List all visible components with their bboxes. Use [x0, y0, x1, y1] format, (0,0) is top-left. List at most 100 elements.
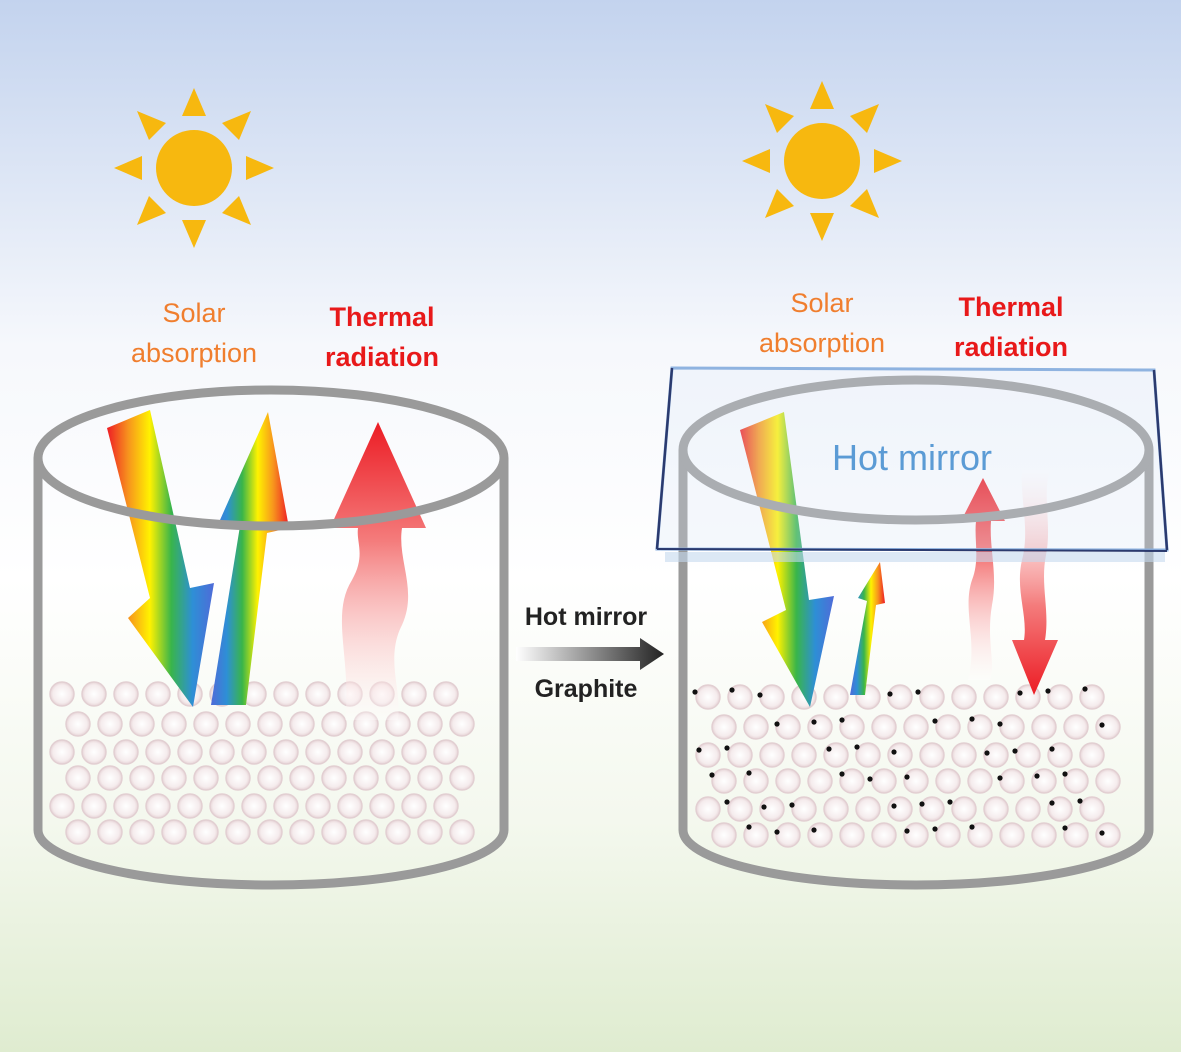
bead: [951, 742, 977, 768]
bead: [81, 793, 107, 819]
graphite-dot: [1082, 686, 1088, 692]
graphite-dot: [729, 687, 735, 693]
bead: [807, 768, 833, 794]
bead: [305, 739, 331, 765]
bead: [951, 684, 977, 710]
bead: [161, 819, 187, 845]
bead: [337, 793, 363, 819]
bead: [369, 793, 395, 819]
bead: [129, 819, 155, 845]
left-panel: Solar absorption Thermal radiation: [33, 88, 509, 890]
bead: [727, 796, 753, 822]
bead: [113, 793, 139, 819]
bead: [727, 742, 753, 768]
container: [33, 458, 509, 890]
graphite-dot: [1012, 748, 1018, 754]
container-rim: [678, 375, 1154, 525]
bead-layer: [49, 681, 475, 845]
bead: [161, 765, 187, 791]
bead: [433, 681, 459, 707]
bead: [775, 768, 801, 794]
bead: [983, 684, 1009, 710]
bead: [241, 793, 267, 819]
bead: [225, 711, 251, 737]
bead: [49, 681, 75, 707]
thermal-label-line2: radiation: [325, 342, 439, 372]
graphite-dot: [724, 745, 730, 751]
bead: [81, 681, 107, 707]
bead: [839, 822, 865, 848]
bead: [919, 742, 945, 768]
bead: [935, 822, 961, 848]
bead: [759, 742, 785, 768]
bead: [967, 768, 993, 794]
bead: [289, 819, 315, 845]
sun-icon: [742, 81, 902, 241]
graphite-dot: [774, 721, 780, 727]
solar-label-line1: Solar: [162, 298, 225, 328]
bead: [775, 822, 801, 848]
graphite-dot: [1062, 825, 1068, 831]
bead: [695, 742, 721, 768]
bead: [855, 796, 881, 822]
graphite-dot: [891, 803, 897, 809]
graphite-dot: [867, 776, 873, 782]
bead: [711, 768, 737, 794]
bead: [113, 739, 139, 765]
graphite-dot: [932, 718, 938, 724]
graphite-dot: [839, 717, 845, 723]
bead: [401, 739, 427, 765]
bead: [385, 819, 411, 845]
bead: [695, 684, 721, 710]
bead: [321, 711, 347, 737]
bead: [65, 819, 91, 845]
bead: [257, 819, 283, 845]
graphite-dot: [904, 828, 910, 834]
bead: [161, 711, 187, 737]
bead: [449, 765, 475, 791]
bead: [65, 765, 91, 791]
bead: [919, 796, 945, 822]
solar-label-line2: absorption: [759, 328, 885, 358]
thermal-label-line1: Thermal: [329, 302, 434, 332]
bead: [967, 822, 993, 848]
transition-arrow: [516, 638, 664, 670]
bead: [193, 819, 219, 845]
bead: [129, 711, 155, 737]
bead: [353, 819, 379, 845]
bead: [433, 739, 459, 765]
bead: [369, 739, 395, 765]
container: [678, 450, 1154, 890]
bead: [449, 819, 475, 845]
right-panel: Solar absorption Thermal radiation Hot m…: [655, 81, 1169, 890]
bead: [321, 765, 347, 791]
graphite-dot: [969, 716, 975, 722]
bead: [97, 819, 123, 845]
bead: [145, 739, 171, 765]
graphite-dot: [709, 772, 715, 778]
graphite-dot: [774, 829, 780, 835]
graphite-dot: [1099, 830, 1105, 836]
bead: [695, 796, 721, 822]
bead: [1031, 768, 1057, 794]
graphite-dot: [1045, 688, 1051, 694]
hot-mirror-shadow: [665, 552, 1165, 562]
thermal-arrow-down: [1012, 470, 1058, 695]
graphite-dot: [932, 826, 938, 832]
thermal-label-line2: radiation: [954, 332, 1068, 362]
bead: [823, 796, 849, 822]
bead: [321, 819, 347, 845]
graphite-dot: [811, 719, 817, 725]
transition-bottom-label: Graphite: [535, 675, 638, 703]
bead: [49, 793, 75, 819]
graphite-dot: [746, 770, 752, 776]
bead: [337, 739, 363, 765]
hot-mirror-edge: [656, 548, 1168, 552]
bead: [1095, 768, 1121, 794]
bead: [1079, 796, 1105, 822]
graphite-dot: [904, 774, 910, 780]
bead: [209, 739, 235, 765]
graphite-dot: [789, 802, 795, 808]
graphite-dot: [1077, 798, 1083, 804]
